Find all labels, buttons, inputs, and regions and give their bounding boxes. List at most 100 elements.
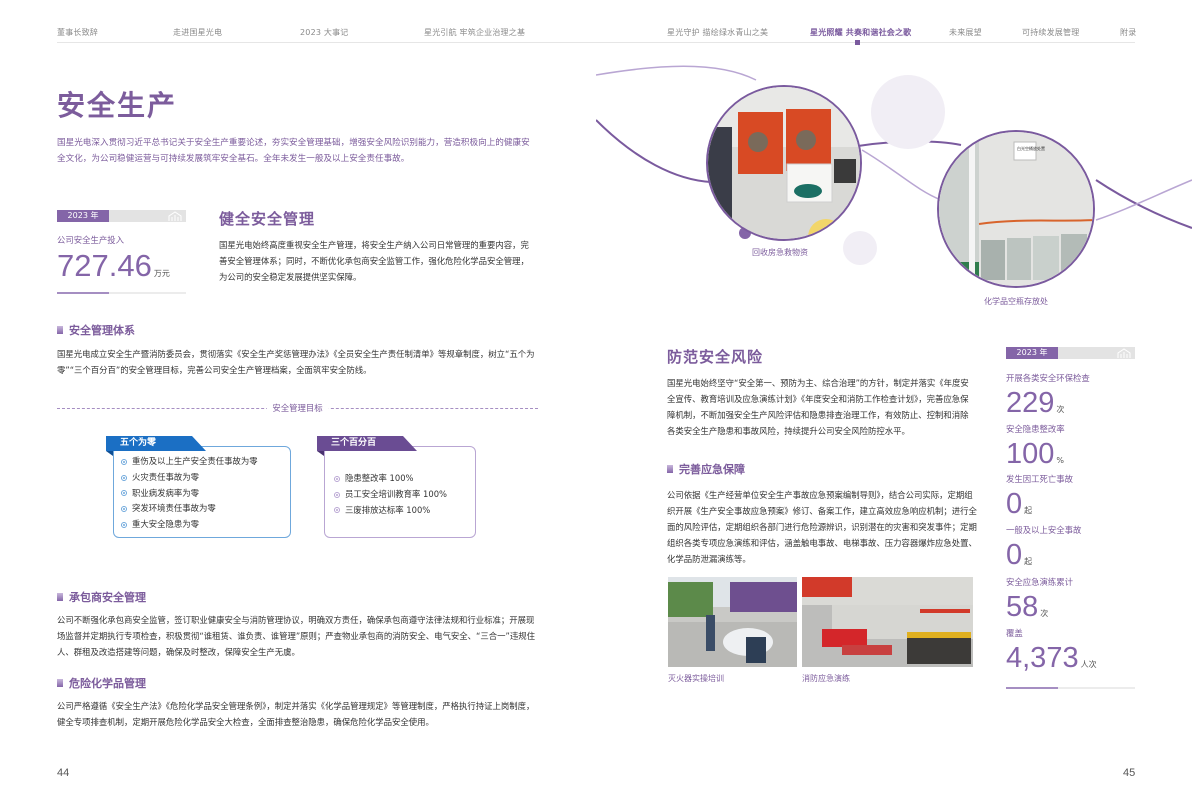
five-zero-title: 五个为零 [120,438,157,448]
bullet-icon [121,506,127,513]
building-icon [168,211,182,221]
nav-item-milestones[interactable]: 2023 大事记 [300,28,349,37]
bullet-center [123,524,125,527]
year-tag-right: 2023 年 [1006,347,1058,359]
year-bar-right: 2023 年 [1006,347,1135,359]
active-nav-marker [855,40,860,45]
chemicals-title: 危险化学品管理 [69,677,146,690]
five-zero-list: 重伤及以上生产安全责任事故为零 火灾责任事故为零 职业病发病率为零 突发环境责任… [121,454,258,533]
bullet-center [336,493,338,496]
stat-label-rectification: 安全隐患整改率 [1006,424,1065,434]
five-zero-box [113,446,291,538]
section-square-icon [667,465,673,473]
stat-divider-right [1006,687,1135,689]
nav-item-chairman[interactable]: 董事长致辞 [57,28,98,37]
five-zero-item: 重伤及以上生产安全责任事故为零 [121,454,258,470]
three-hundred-item: 员工安全培训教育率 100% [334,487,447,503]
bullet-icon [334,475,340,482]
stat-label-coverage: 覆盖 [1006,628,1023,638]
nav-item-sustainability[interactable]: 可持续发展管理 [1022,28,1080,37]
bullet-center [336,477,338,480]
bullet-center [123,492,125,495]
three-hundred-box [324,446,476,538]
emergency-title: 完善应急保障 [679,463,745,476]
emergency-supplies-image [708,87,860,239]
extinguisher-training-caption: 灭火器实操培训 [668,674,724,683]
stat-label-fatalities: 发生因工死亡事故 [1006,474,1073,484]
five-zero-item: 突发环境责任事故为零 [121,501,258,517]
five-zero-item: 职业病发病率为零 [121,486,258,502]
decorative-curves [596,65,1192,273]
building-icon [1117,348,1131,358]
risk-title: 防范安全风险 [667,348,764,366]
nav-item-about[interactable]: 走进国星光电 [173,28,223,37]
stat-label-drills: 安全应急演练累计 [1006,577,1073,587]
storage-sign: 白光空桶放处置 [1017,145,1045,151]
extinguisher-training-image [668,577,797,667]
risk-text: 国星光电始终坚守“安全第一、预防为主、综合治理”的方针，制定并落实《年度安全宣传… [667,378,969,436]
five-zero-header: 五个为零 [106,436,206,451]
goals-divider: 安全管理目标 [57,402,538,414]
contractor-heading: 承包商安全管理 [57,589,146,605]
bullet-icon [334,491,340,498]
contractor-text: 公司不断强化承包商安全监管，签订职业健康安全与消防管理协议，明确双方责任，确保承… [57,615,535,657]
nav-item-appendix[interactable]: 附录 [1120,28,1137,37]
bullet-center [336,509,338,512]
fire-drill-image [802,577,973,667]
emergency-supplies-photo [706,85,862,241]
emergency-text: 公司依据《生产经营单位安全生产事故应急预案编制导则》，结合公司实际，定期组织开展… [667,490,977,564]
emergency-heading: 完善应急保障 [667,461,745,477]
three-hundred-title: 三个百分百 [331,438,377,448]
chemical-storage-image: 白光空桶放处置 [939,132,1093,286]
nav-item-governance[interactable]: 星光引航 牢筑企业治理之基 [424,28,526,37]
stat-label-inspections: 开展各类安全环保检查 [1006,373,1090,383]
three-hundred-list: 隐患整改率 100% 员工安全培训教育率 100% 三废排放达标率 100% [334,471,447,518]
year-tag: 2023 年 [57,210,109,222]
three-hundred-fold [317,451,324,456]
section-square-icon [57,679,63,687]
chemical-storage-photo: 白光空桶放处置 [937,130,1095,288]
bullet-center [123,476,125,479]
bullet-icon [121,490,127,497]
chemicals-heading: 危险化学品管理 [57,675,146,691]
stat-label-accidents: 一般及以上安全事故 [1006,525,1082,535]
investment-label: 公司安全生产投入 [57,235,124,245]
fire-drill-caption: 消防应急演练 [802,674,850,683]
extinguisher-training-photo [668,577,797,667]
chapter-nav: 董事长致辞 走进国星光电 2023 大事记 星光引航 牢筑企业治理之基 星光守护… [57,27,1137,45]
three-hundred-item: 隐患整改率 100% [334,471,447,487]
five-zero-fold [106,451,113,456]
chemicals-text: 公司严格遵循《安全生产法》《危险化学品安全管理条例》，制定并落实《化学品管理规定… [57,701,535,727]
bullet-icon [334,507,340,514]
five-zero-item: 重大安全隐患为零 [121,517,258,533]
fire-drill-photo [802,577,973,667]
system-heading: 安全管理体系 [57,322,135,338]
page-number-right: 45 [1123,767,1136,779]
health-mgmt-text: 国星光电始终高度重视安全生产管理，将安全生产纳入公司日常管理的重要内容，完善安全… [219,240,529,282]
chemical-storage-caption: 化学品空瓶存放处 [984,297,1048,306]
nav-item-environment[interactable]: 星光守护 描绘绿水青山之美 [667,28,769,37]
stat-rectification: 100% [1006,438,1064,470]
page-title: 安全生产 [57,89,178,122]
section-square-icon [57,326,63,334]
bullet-icon [121,522,127,529]
system-text: 国星光电成立安全生产暨消防委员会，贯彻落实《安全生产奖惩管理办法》《全员安全生产… [57,349,535,375]
intro-paragraph: 国星光电深入贯彻习近平总书记关于安全生产重要论述，夯实安全管理基础，增强安全风险… [57,138,530,164]
nav-item-outlook[interactable]: 未来展望 [949,28,982,37]
contractor-title: 承包商安全管理 [69,591,146,604]
bullet-center [123,508,125,511]
goals-title: 安全管理目标 [266,402,329,414]
health-mgmt-title: 健全安全管理 [219,210,316,228]
three-hundred-item: 三废排放达标率 100% [334,503,447,519]
emergency-supplies-caption: 回收房急救物资 [752,248,808,257]
year-bar: 2023 年 [57,210,186,222]
bullet-icon [121,458,127,465]
stat-divider [57,292,186,294]
nav-item-society[interactable]: 星光照耀 共奏和谐社会之歌 [810,28,912,37]
investment-unit: 万元 [153,269,170,278]
page-number-left: 44 [57,767,70,779]
investment-number: 727.46 [57,248,152,283]
